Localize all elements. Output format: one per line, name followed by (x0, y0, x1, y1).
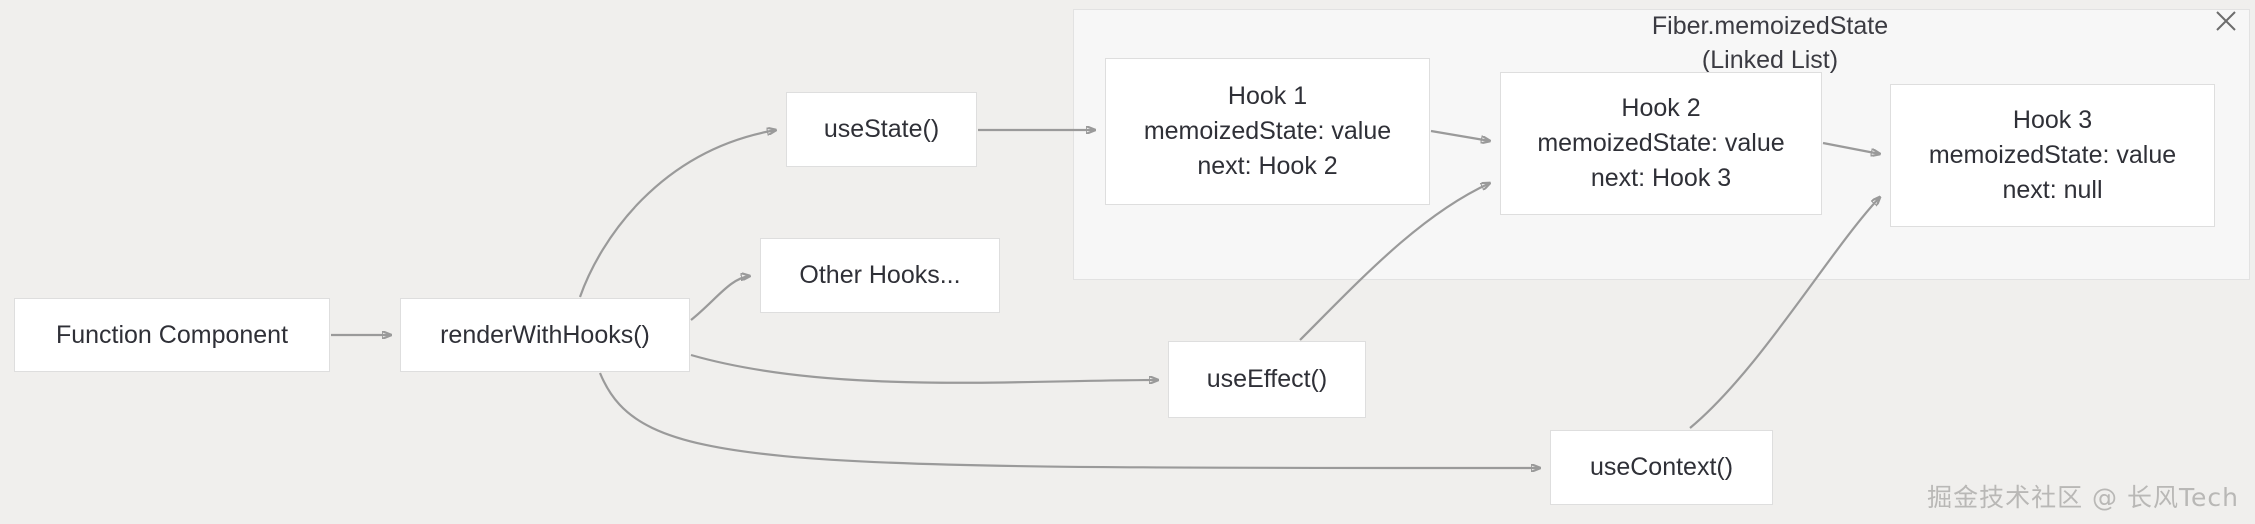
node-hook-2-next: next: Hook 3 (1590, 164, 1732, 192)
edge-renderwithhooks-to-usecontext (598, 372, 1540, 468)
node-hook-1[interactable]: Hook 1 memoizedState: value next: Hook 2 (1105, 58, 1430, 205)
watermark-text: 掘金技术社区 @ 长风Tech (1927, 483, 2239, 512)
edge-usecontext-to-hook3 (1689, 197, 1880, 429)
node-render-with-hooks-label: renderWithHooks() (440, 320, 650, 349)
edge-useeffect-to-hook2 (1299, 183, 1490, 341)
node-hook-1-next: next: Hook 2 (1197, 152, 1338, 180)
node-hook-3-title: Hook 3 (2012, 106, 2093, 134)
node-hook-3-memoized-state: memoizedState: value (1928, 141, 2177, 169)
node-hook-1-title: Hook 1 (1227, 82, 1308, 110)
node-hook-3[interactable]: Hook 3 memoizedState: value next: null (1890, 84, 2215, 227)
node-other-hooks[interactable]: Other Hooks... (760, 238, 1000, 313)
node-use-state[interactable]: useState() (786, 92, 977, 167)
node-hook-3-next: next: null (2002, 176, 2103, 204)
node-use-context-label: useContext() (1589, 453, 1734, 481)
node-hook-2-memoized-state: memoizedState: value (1537, 129, 1785, 157)
edge-renderwithhooks-to-useeffect (690, 353, 1158, 383)
node-other-hooks-label: Other Hooks... (799, 261, 961, 289)
edge-hook2-to-hook3 (1822, 141, 1880, 154)
node-function-component-label: Function Component (55, 320, 289, 349)
node-render-with-hooks[interactable]: renderWithHooks() (400, 298, 690, 372)
fiber-memoizedstate-group-title: Fiber.memoizedState (Linked List) (1600, 9, 1940, 77)
edge-renderwithhooks-to-other-hooks (690, 276, 750, 321)
node-use-state-label: useState() (823, 115, 940, 143)
node-use-effect[interactable]: useEffect() (1168, 341, 1366, 418)
edge-renderwithhooks-to-usestate (578, 130, 776, 298)
node-use-effect-label: useEffect() (1206, 365, 1328, 393)
node-hook-1-memoized-state: memoizedState: value (1143, 117, 1392, 145)
node-use-context[interactable]: useContext() (1550, 430, 1773, 505)
close-icon[interactable] (2213, 8, 2239, 34)
node-hook-2-title: Hook 2 (1621, 94, 1701, 122)
node-function-component[interactable]: Function Component (14, 298, 330, 372)
edge-hook1-to-hook2 (1430, 129, 1490, 141)
group-title-line-2: (Linked List) (1701, 46, 1839, 74)
group-title-line-1: Fiber.memoizedState (1651, 12, 1889, 40)
node-hook-2[interactable]: Hook 2 memoizedState: value next: Hook 3 (1500, 72, 1822, 215)
